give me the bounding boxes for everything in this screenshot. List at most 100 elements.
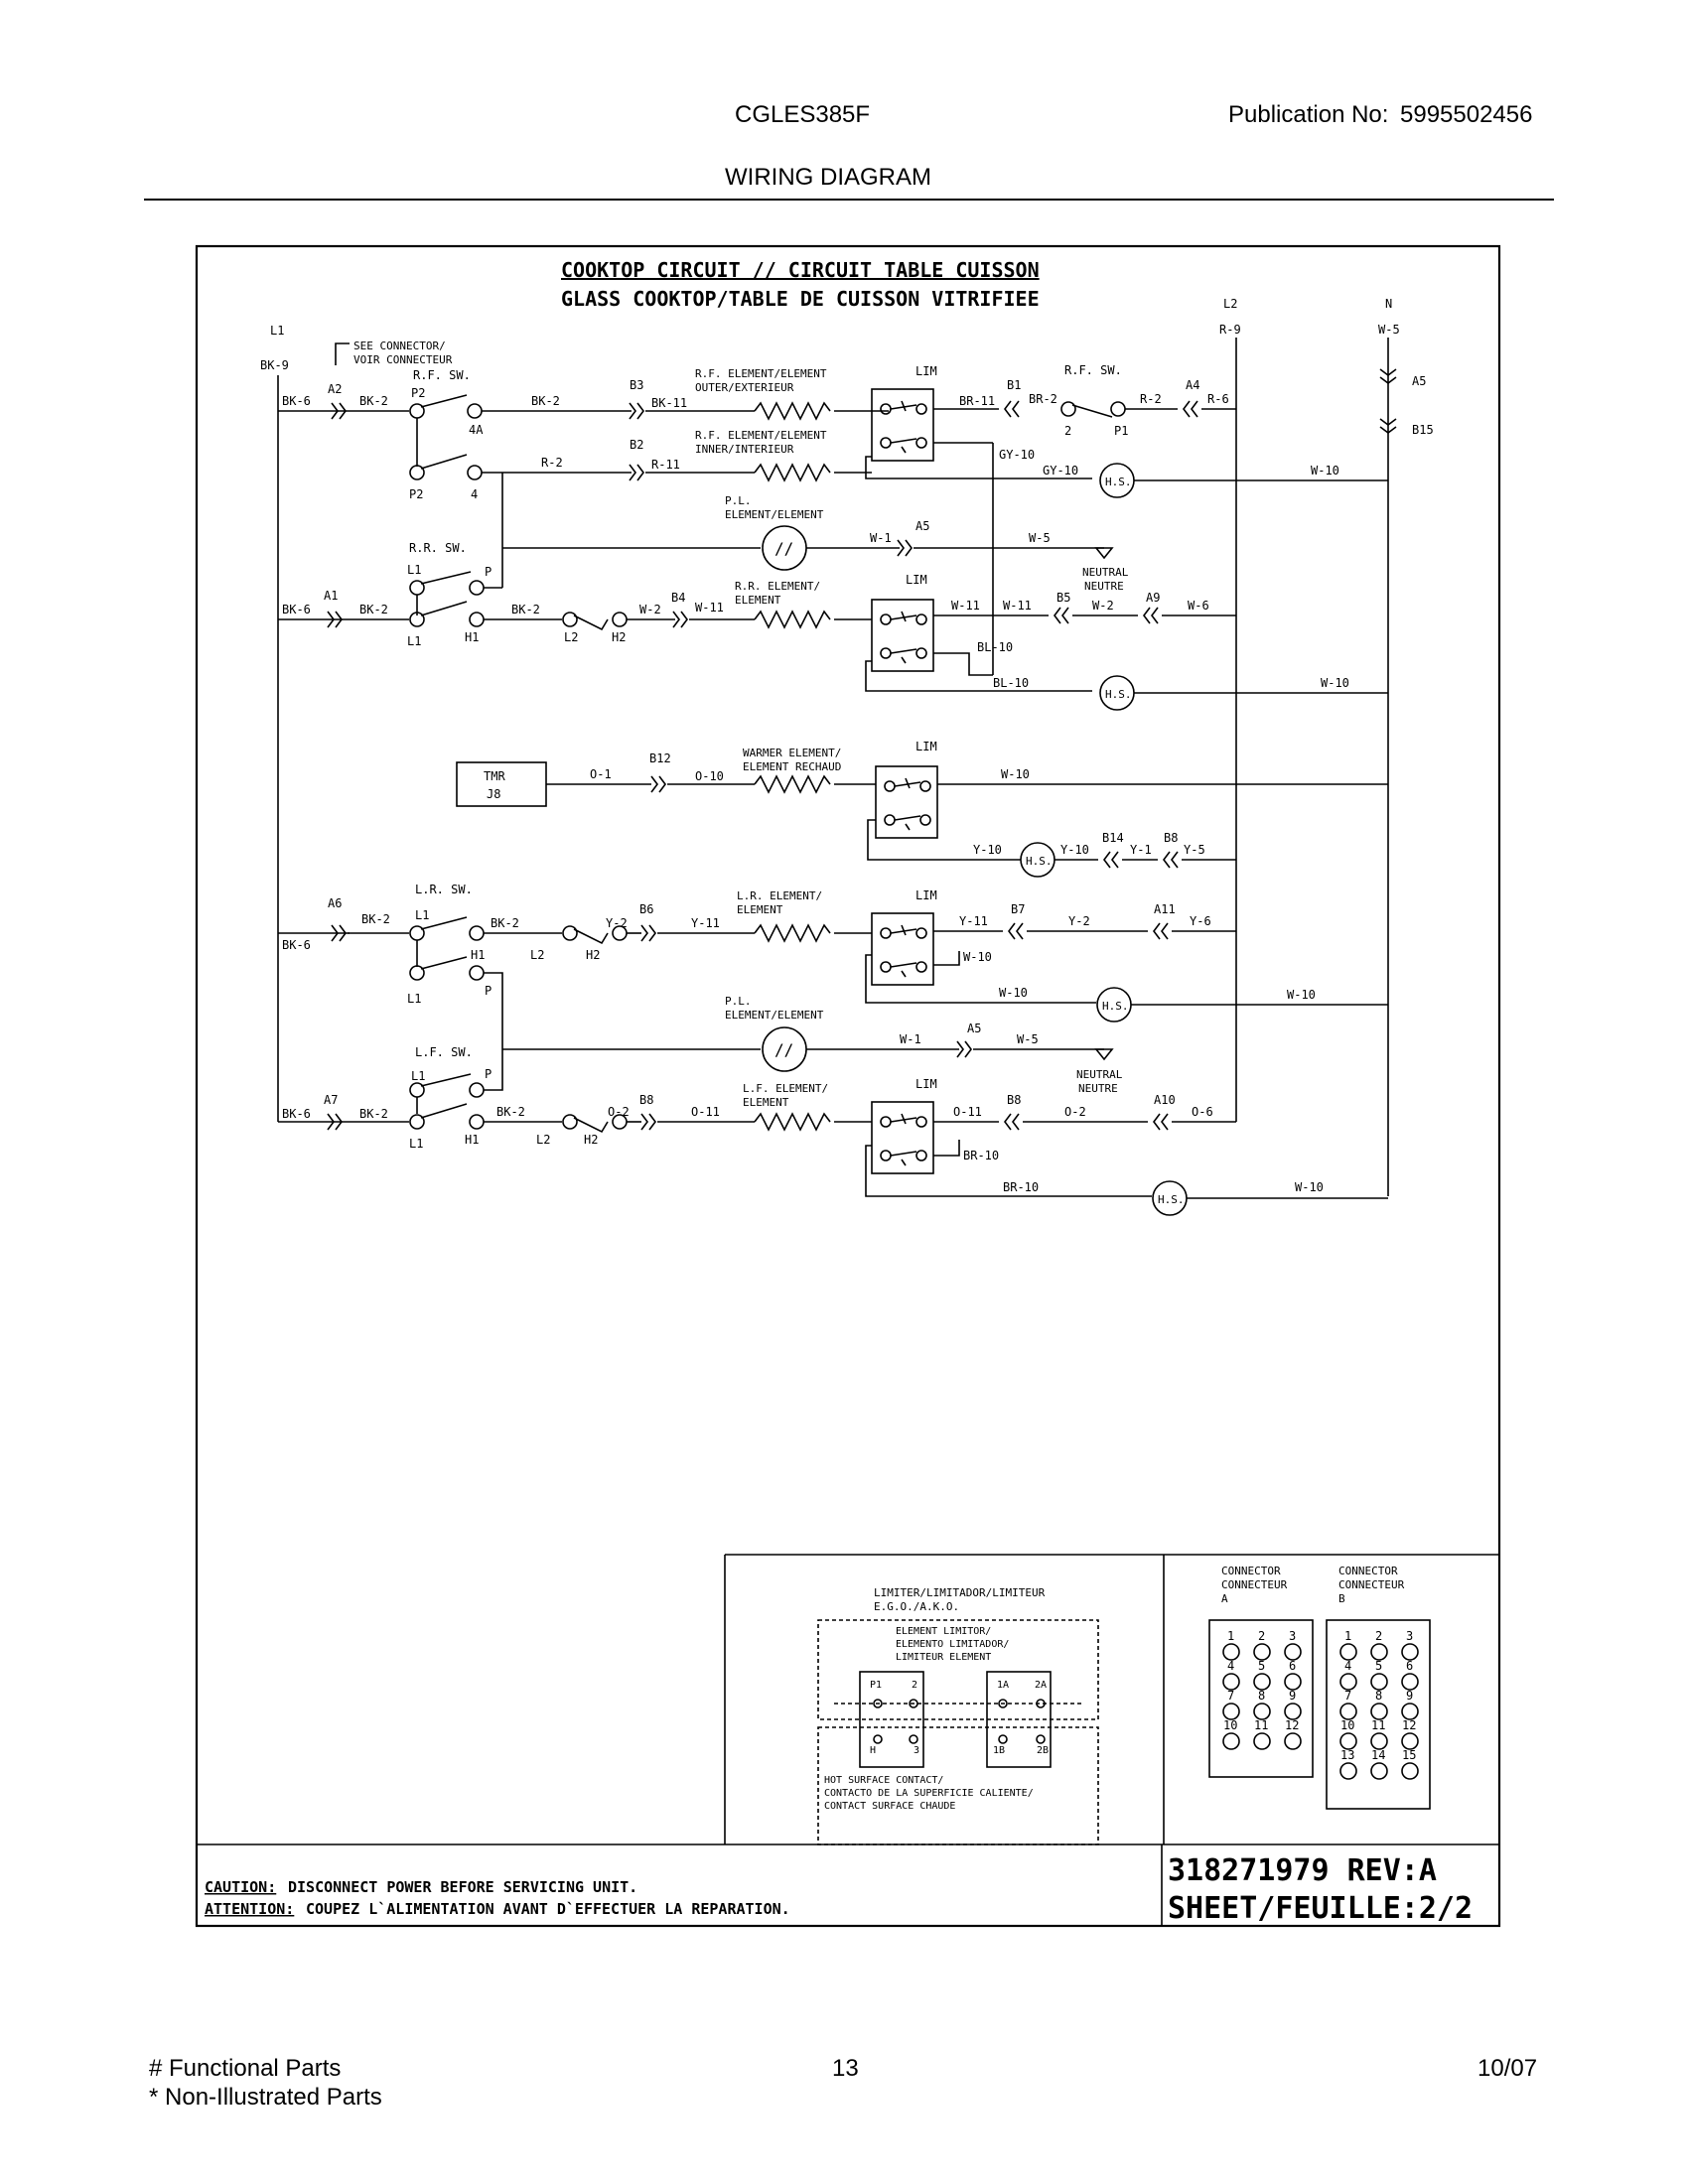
wire-label: R-11 (651, 458, 680, 472)
wire-label: Y-2 (606, 916, 628, 930)
wire-label: W-10 (1295, 1180, 1324, 1194)
wire-label: W-5 (1378, 323, 1400, 337)
pin-socket (1401, 1643, 1419, 1661)
connector-a-label: CONNECTEUR (1221, 1578, 1288, 1591)
pin-socket (1401, 1673, 1419, 1691)
terminal-label: H2 (612, 630, 626, 644)
legend-terminal: 1A (997, 1680, 1009, 1691)
terminal-label: H1 (465, 630, 479, 644)
terminal-label: L2 (564, 630, 578, 644)
connector-a-block (1208, 1619, 1314, 1778)
pin-socket (1253, 1673, 1271, 1691)
connector-label: B2 (630, 438, 643, 452)
connector-label: A7 (324, 1093, 338, 1107)
connector-label: A10 (1154, 1093, 1176, 1107)
wire-label: Y-1 (1130, 843, 1152, 857)
neutral-label: NEUTRAL (1076, 1068, 1123, 1081)
wire-label: Y-6 (1190, 914, 1211, 928)
wire-label: GY-10 (1043, 464, 1078, 478)
terminal-label: P (485, 1067, 492, 1081)
wire-label: BK-2 (359, 394, 388, 408)
wire-label: W-11 (695, 601, 724, 614)
attention-label: ATTENTION: (205, 1900, 294, 1918)
pin-number: 13 (1340, 1748, 1354, 1762)
pin-number: 12 (1402, 1718, 1416, 1732)
wire-label: BK-2 (359, 1107, 388, 1121)
timer-label: J8 (487, 787, 500, 801)
wire-label: O-11 (691, 1105, 720, 1119)
connector-label: B15 (1412, 423, 1434, 437)
hot-surface-label: H.S. (1102, 1000, 1129, 1013)
legend-text: HOT SURFACE CONTACT/ (824, 1775, 943, 1786)
pin-number: 3 (1406, 1629, 1413, 1643)
wire-label: BR-10 (963, 1149, 999, 1162)
lim-label: LIM (915, 364, 937, 378)
connector-label: A6 (328, 896, 342, 910)
pin-number: 7 (1227, 1689, 1234, 1703)
hot-surface-label: H.S. (1105, 688, 1132, 701)
element-label: ELEMENT (737, 903, 783, 916)
connector-label: A5 (967, 1022, 981, 1035)
element-label: ELEMENT (735, 594, 781, 607)
element-label: ELEMENT RECHAUD (743, 760, 841, 773)
pin-number: 4 (1227, 1659, 1234, 1673)
terminal-label: 2 (1064, 424, 1071, 438)
hot-surface-label: H.S. (1105, 476, 1132, 488)
connector-label: B14 (1102, 831, 1124, 845)
pilot-light-label: ELEMENT/ELEMENT (725, 508, 824, 521)
page-number: 13 (832, 2055, 859, 2082)
wire-label: W-2 (639, 603, 661, 616)
part-number: 318271979 REV:A (1168, 1853, 1437, 1888)
pin-number: 15 (1402, 1748, 1416, 1762)
pin-number: 5 (1375, 1659, 1382, 1673)
element-label: OUTER/EXTERIEUR (695, 381, 794, 394)
pin-number: 9 (1289, 1689, 1296, 1703)
pin-number: 10 (1223, 1718, 1237, 1732)
pin-number: 6 (1406, 1659, 1413, 1673)
connector-label: B8 (1007, 1093, 1021, 1107)
connector-label: B7 (1011, 902, 1025, 916)
legend-text: ELEMENT LIMITOR/ (896, 1626, 991, 1637)
element-label: INNER/INTERIEUR (695, 443, 794, 456)
pin-number: 2 (1375, 1629, 1382, 1643)
wire-label: BR-10 (1003, 1180, 1039, 1194)
connector-b-label: B (1338, 1592, 1345, 1605)
diagram-title-1: COOKTOP CIRCUIT // CIRCUIT TABLE CUISSON (561, 258, 1040, 282)
connector-b-label: CONNECTOR (1338, 1565, 1398, 1577)
pin-socket (1370, 1762, 1388, 1780)
wire-label: BK-2 (491, 916, 519, 930)
wire-label: W-5 (1017, 1032, 1039, 1046)
bus-n: N (1385, 297, 1392, 311)
pin-socket (1339, 1762, 1357, 1780)
wire-label: W-1 (900, 1032, 921, 1046)
legend-terminal: H (870, 1745, 876, 1756)
wire-label: BK-2 (511, 603, 540, 616)
wire-label: BK-6 (282, 1107, 311, 1121)
wire-label: O-2 (608, 1105, 630, 1119)
wire-label: W-10 (1287, 988, 1316, 1002)
pin-socket (1222, 1703, 1240, 1720)
connector-label: A9 (1146, 591, 1160, 605)
wire-label: BK-9 (260, 358, 289, 372)
pin-socket (1284, 1673, 1302, 1691)
non-illustrated-note: * Non-Illustrated Parts (149, 2084, 382, 2111)
pin-socket (1284, 1732, 1302, 1750)
wire-label: W-10 (1311, 464, 1339, 478)
svg-text://: // (774, 1040, 793, 1059)
terminal-label: H2 (586, 948, 600, 962)
pin-socket (1401, 1732, 1419, 1750)
wire-label: O-10 (695, 769, 724, 783)
pin-socket (1339, 1643, 1357, 1661)
connector-label: A2 (328, 382, 342, 396)
connector-label: A5 (915, 519, 929, 533)
legend-text: LIMITER/LIMITADOR/LIMITEUR (874, 1586, 1046, 1599)
section-title: WIRING DIAGRAM (725, 164, 931, 191)
pin-number: 12 (1285, 1718, 1299, 1732)
terminal-label: L1 (407, 634, 421, 648)
wire-label: R-2 (1140, 392, 1162, 406)
wire-label: BK-2 (531, 394, 560, 408)
note-text: VOIR CONNECTEUR (353, 353, 453, 366)
connector-label: B5 (1056, 591, 1070, 605)
connector-label: B12 (649, 751, 671, 765)
